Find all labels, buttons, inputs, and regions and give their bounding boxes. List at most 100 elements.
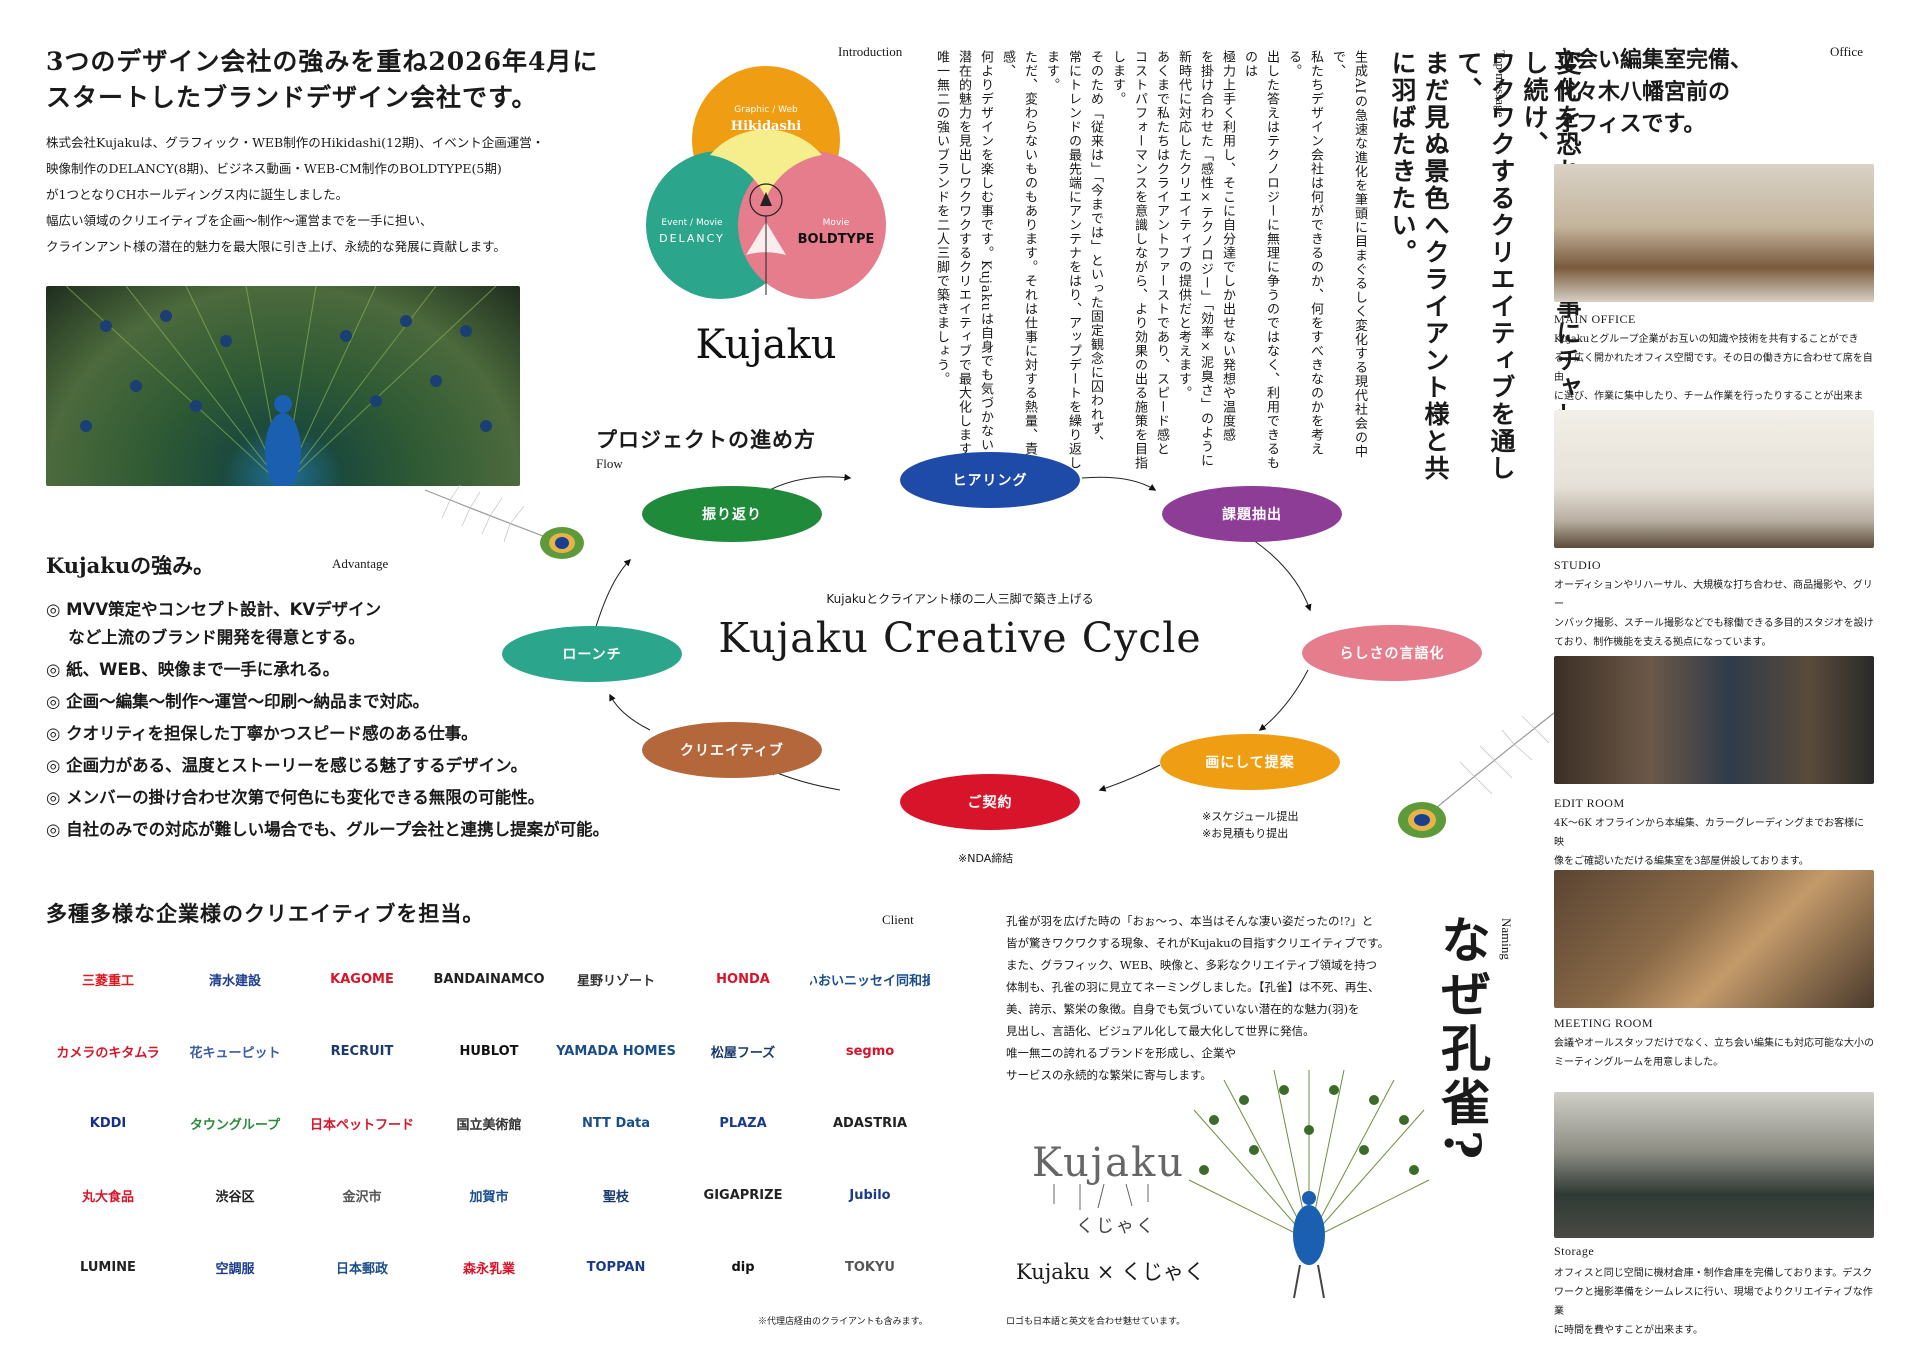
intro-paragraph: 株式会社Kujakuは、グラフィック・WEB制作のHikidashi(12期)、…	[46, 130, 606, 260]
room-name-storage: Storage	[1554, 1244, 1595, 1258]
client-logo: NTT Data	[582, 1115, 650, 1131]
room-desc-edit-room: 4K〜6K オフラインから本編集、カラーグレーディングまでお客様に映 像をご確認…	[1554, 814, 1874, 871]
arrow-2	[1081, 476, 1157, 491]
naming-label: Naming	[1499, 918, 1514, 960]
flow-label: Flow	[596, 456, 623, 471]
intro-line: 株式会社Kujakuは、グラフィック・WEB制作のHikidashi(12期)、…	[46, 135, 545, 150]
cycle-node-label: 課題抽出	[1222, 507, 1282, 523]
client-logo: 星野リゾート	[576, 973, 655, 989]
naming-line: また、グラフィック、WEB、映像と、多彩なクリエイティブ領域を持つ	[1006, 958, 1378, 972]
naming-line: 体制も、孔雀の羽に見立てネーミングしました。【孔雀】は不死、再生、	[1006, 980, 1380, 994]
message-line: 何よりデザインを楽しむ事です。Kujakuは自身でも気づかない	[978, 50, 993, 452]
client-logo: 丸大食品	[81, 1189, 134, 1205]
client-logo: RECRUIT	[330, 1043, 394, 1059]
client-logo: TOKYU	[845, 1259, 895, 1275]
venn-top-en: Graphic / Web	[734, 105, 798, 115]
room-desc-line: ンバック撮影、スチール撮影などでも稼働できる多目的スタジオを設け	[1554, 618, 1874, 629]
message-line: 潜在的魅力を見出しワクワクするクリエイティブで最大化します。	[956, 50, 971, 470]
meeting-room-photo	[1554, 870, 1874, 1008]
room-name-meeting-room: MEETING ROOM	[1554, 1016, 1653, 1030]
venn-diagram: Graphic / Web Hikidashi Event / Movie DE…	[646, 66, 886, 368]
message-line: 出した答えはテクノロジーに無理に争うのではなく、利用できるものは	[1242, 50, 1279, 470]
room-desc-line: る、広く開かれたオフィス空間です。その日の働き方に合わせて席を自由	[1554, 353, 1873, 383]
room-desc-line: 会議やオールスタッフだけでなく、立ち会い編集にも対応可能な大小の	[1554, 1038, 1874, 1049]
venn-top-name: Hikidashi	[731, 119, 801, 134]
cycle-node-label: クリエイティブ	[680, 743, 784, 759]
advantage-list: ◎ MVV策定やコンセプト設計、KVデザイン など上流のブランド開発を得意とする…	[46, 594, 609, 846]
naming-logo-combo: Kujaku × くじゃく	[1016, 1260, 1205, 1284]
client-logo: 日本郵政	[335, 1261, 388, 1277]
room-desc-line: 像をご確認いただける編集室を3部屋併設しております。	[1554, 856, 1809, 867]
cycle-node-label: ヒアリング	[952, 473, 1028, 489]
cycle-node-proposal: 画にして提案	[1160, 734, 1340, 790]
room-desc-storage: オフィスと同じ空間に機材倉庫・制作倉庫を完備しております。デスク ワークと撮影準…	[1554, 1264, 1874, 1340]
room-desc-line: オーディションやリハーサル、大規模な打ち合わせ、商品撮影や、グリー	[1554, 580, 1873, 610]
room-desc-line: ワークと撮影準備をシームレスに行い、現場でよりクリエイティブな作業	[1554, 1287, 1873, 1317]
top-message-heading-line: まだ見ぬ景色へクライアント様と共に羽ばたきたい。	[1388, 50, 1450, 482]
cycle-node-label: らしさの言語化	[1339, 646, 1445, 662]
message-line: 常にトレンドの最先端にアンテナをはり、アップデートを繰り返します。	[1044, 50, 1081, 470]
client-logo: 加賀市	[469, 1189, 509, 1205]
contract-note: ※NDA締結	[958, 852, 1014, 865]
client-logo: GIGAPRIZE	[703, 1187, 783, 1203]
room-desc-studio: オーディションやリハーサル、大規模な打ち合わせ、商品撮影や、グリー ンバック撮影…	[1554, 576, 1874, 652]
client-logo: 聖枝	[602, 1189, 629, 1205]
advantage-item: ◎ メンバーの掛け合わせ次第で何色にも変化できる無限の可能性。	[46, 788, 545, 807]
clients-note: ※代理店経由のクライアントも含みます。	[758, 1317, 928, 1327]
storage-photo	[1554, 1092, 1874, 1238]
room-desc-line: ており、制作機能を支える拠点になっています。	[1554, 637, 1772, 648]
message-line: 極力上手く利用し、そこに自分達でしか出せない発想や温度感	[1220, 50, 1235, 442]
cycle-node-contract: ご契約	[900, 774, 1080, 830]
office-heading-line: 代々木八幡宮前の	[1554, 79, 1731, 105]
advantage-heading: Kujakuの強み。	[46, 553, 215, 578]
peacock-feathers-icon	[65, 286, 497, 486]
venn-brand: Kujaku	[695, 322, 836, 368]
cycle-title: Kujaku Creative Cycle	[718, 614, 1202, 662]
edit-room-photo	[1554, 656, 1874, 784]
client-logo: LUMINE	[80, 1259, 136, 1275]
clients-label: Client	[882, 912, 914, 927]
cycle-node-review: 振り返り	[642, 486, 822, 542]
room-desc-line: ミーティングルームを用意しました。	[1554, 1057, 1724, 1068]
naming-line: 孔雀が羽を広げた時の「おぉ〜っ、本当はそんな凄い姿だったの!?」と	[1006, 914, 1374, 928]
cycle-subtitle: Kujakuとクライアント様の二人三脚で築き上げる	[826, 592, 1094, 606]
cycle-node-label: 画にして提案	[1205, 755, 1295, 771]
client-logo: segmo	[845, 1043, 895, 1059]
client-logo: 金沢市	[342, 1189, 382, 1205]
arrow-4	[1258, 669, 1309, 731]
client-logo: Jubilo	[849, 1187, 891, 1203]
feather-icon	[424, 484, 584, 559]
office-label: Office	[1830, 44, 1863, 59]
peacock-display-icon	[1188, 1070, 1430, 1299]
office-heading: 立会い編集室完備、 代々木八幡宮前の オフィスです。	[1554, 44, 1752, 140]
intro-line: 幅広い領域のクリエイティブを企画〜制作〜運営までを一手に担い、	[46, 213, 433, 228]
naming-logo-jp: くじゃく	[1076, 1216, 1156, 1237]
room-desc-meeting-room: 会議やオールスタッフだけでなく、立ち会い編集にも対応可能な大小の ミーティングル…	[1554, 1034, 1874, 1072]
advantage-label: Advantage	[332, 556, 389, 571]
cycle-node-hearing: ヒアリング	[900, 452, 1080, 508]
office-heading-line: オフィスです。	[1554, 111, 1706, 137]
introduction-label: Introduction	[838, 44, 903, 59]
client-logo: 渋谷区	[215, 1189, 255, 1205]
naming-body: 孔雀が羽を広げた時の「おぉ〜っ、本当はそんな凄い姿だったの!?」と 皆が驚きワク…	[1006, 910, 1389, 1086]
room-name-studio: STUDIO	[1554, 558, 1601, 572]
advantage-item: ◎ 紙、WEB、映像まで一手に承れる。	[46, 660, 340, 679]
venn-circle-boldtype	[738, 151, 886, 299]
naming-heading: なぜ孔雀?	[1433, 914, 1492, 1164]
advantage-item: ◎ 企画〜編集〜制作〜運営〜印刷〜納品まで対応。	[46, 692, 430, 711]
client-logo: 松屋フーズ	[710, 1045, 776, 1061]
cycle-node-label: ご契約	[967, 795, 1013, 811]
message-line: 生成AIの急速な進化を筆頭に目まぐるしく変化する現代社会の中で、	[1330, 50, 1367, 459]
top-message-label: Top message	[1493, 50, 1508, 118]
room-desc-line: Kujakuとグループ企業がお互いの知識や技術を共有することができ	[1554, 334, 1859, 345]
client-logo: YAMADA HOMES	[556, 1043, 676, 1059]
cycle-node-label: 振り返り	[702, 507, 762, 523]
venn-right-name: BOLDTYPE	[798, 232, 875, 247]
client-logo: あいおいニッセイ同和損保	[810, 973, 930, 989]
message-line: ただ、変わらないものもあります。それは仕事に対する熱量、責任感、	[1000, 50, 1037, 470]
venn-right-en: Movie	[823, 218, 850, 228]
venn-left-en: Event / Movie	[661, 218, 723, 228]
logo-lines-icon	[1053, 1184, 1149, 1210]
peacock-photo	[46, 286, 520, 486]
flow-heading: プロジェクトの進め方	[596, 427, 816, 452]
